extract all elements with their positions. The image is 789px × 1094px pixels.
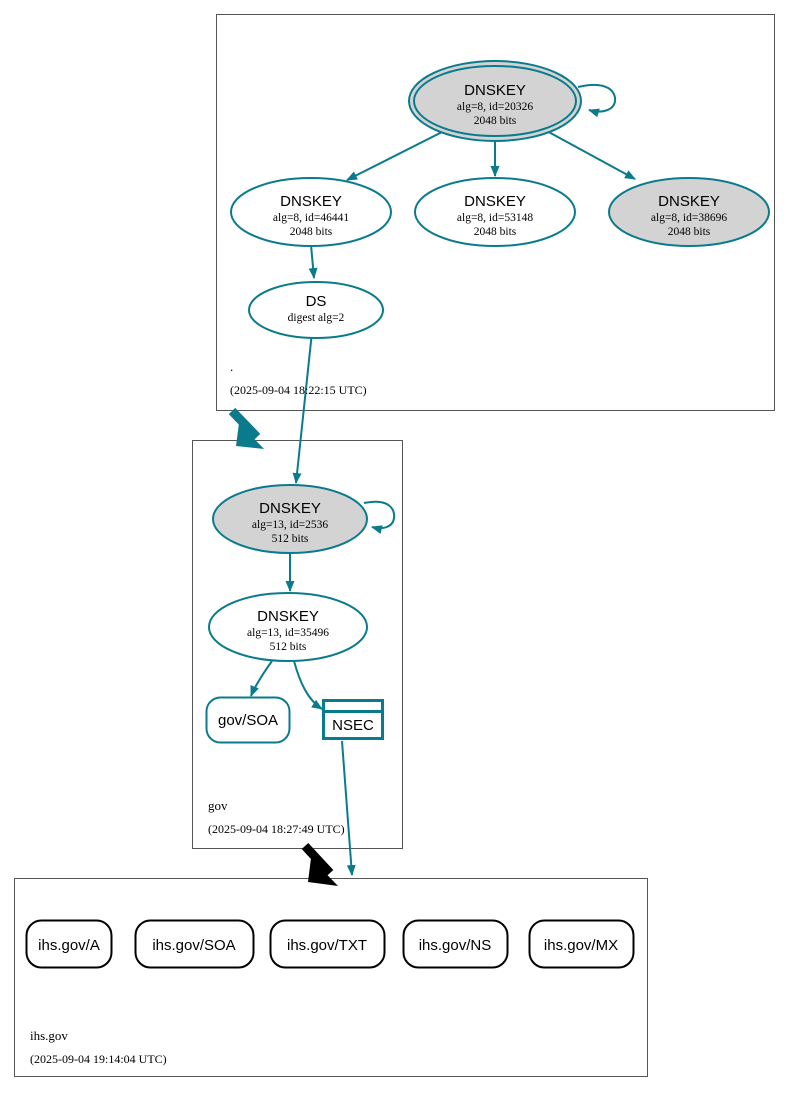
node-title: DNSKEY	[658, 193, 720, 210]
node-title: DNSKEY	[464, 82, 526, 99]
zone-name: ihs.gov	[30, 1028, 68, 1043]
node-rrset-ihs-gov-a[interactable]: ihs.gov/A	[25, 919, 113, 969]
edge-nsec-to-ihs-gov	[341, 740, 356, 876]
node-dnskey-gov-2536[interactable]: DNSKEY alg=13, id=2536 512 bits	[212, 484, 368, 554]
edge-gov-zsk-to-nsec	[293, 660, 323, 710]
zone-caption-ihs-gov: ihs.gov (2025-09-04 19:14:04 UTC)	[30, 1028, 167, 1066]
zone-caption-root: . (2025-09-04 18:22:15 UTC)	[230, 359, 367, 397]
node-title: DNSKEY	[257, 608, 319, 625]
zone-box-ihs-gov	[14, 878, 648, 1077]
rrset-label: ihs.gov/A	[38, 937, 100, 954]
node-subtitle-bits: 2048 bits	[668, 226, 711, 238]
node-dnskey-root-53148[interactable]: DNSKEY alg=8, id=53148 2048 bits	[414, 177, 576, 247]
edge-insecure-delegation-gov-to-ihs-gov	[301, 842, 338, 886]
zone-caption-gov: gov (2025-09-04 18:27:49 UTC)	[208, 798, 345, 836]
node-subtitle-alg-id: alg=13, id=2536	[252, 519, 328, 531]
node-nsec-gov[interactable]: NSEC	[322, 699, 384, 740]
node-subtitle-alg-id: alg=8, id=20326	[457, 101, 533, 113]
node-subtitle-alg-id: alg=8, id=46441	[273, 212, 349, 224]
zone-timestamp: (2025-09-04 19:14:04 UTC)	[30, 1052, 167, 1066]
node-rrset-ihs-gov-txt[interactable]: ihs.gov/TXT	[269, 919, 386, 969]
edge-root-ksk-to-ksk38696	[544, 129, 636, 180]
node-rrset-ihs-gov-soa[interactable]: ihs.gov/SOA	[134, 919, 255, 969]
node-subtitle-alg-id: alg=8, id=38696	[651, 212, 727, 224]
node-subtitle-bits: 2048 bits	[290, 226, 333, 238]
node-subtitle-bits: 2048 bits	[474, 226, 517, 238]
node-dnskey-root-38696[interactable]: DNSKEY alg=8, id=38696 2048 bits	[608, 177, 770, 247]
edge-root-ksk-self-sign	[577, 83, 617, 118]
edge-secure-delegation-root-to-gov	[228, 407, 264, 449]
rrset-label: ihs.gov/TXT	[287, 937, 367, 954]
node-dnskey-root-46441[interactable]: DNSKEY alg=8, id=46441 2048 bits	[230, 177, 392, 247]
node-ds-root[interactable]: DS digest alg=2	[248, 281, 384, 339]
node-title: DNSKEY	[259, 500, 321, 517]
rrset-label: gov/SOA	[218, 712, 278, 729]
nsec-label: NSEC	[332, 717, 374, 734]
node-rrset-ihs-gov-ns[interactable]: ihs.gov/NS	[402, 919, 509, 969]
edge-gov-ksk-self-sign	[363, 500, 396, 534]
zone-name: gov	[208, 798, 228, 813]
node-dnskey-gov-35496[interactable]: DNSKEY alg=13, id=35496 512 bits	[208, 592, 368, 662]
zone-timestamp: (2025-09-04 18:22:15 UTC)	[230, 383, 367, 397]
edge-root-ksk-to-zsk46441	[346, 126, 453, 181]
node-title: DS	[306, 293, 327, 310]
node-subtitle-alg-id: alg=8, id=53148	[457, 212, 533, 224]
rrset-label: ihs.gov/MX	[544, 937, 618, 954]
edge-gov-zsk-to-soa	[250, 660, 273, 697]
node-subtitle-bits: 512 bits	[272, 533, 309, 545]
node-title: DNSKEY	[280, 193, 342, 210]
edge-ds-to-gov-ksk2536	[292, 331, 313, 484]
node-subtitle-bits: 512 bits	[270, 641, 307, 653]
zone-timestamp: (2025-09-04 18:27:49 UTC)	[208, 822, 345, 836]
rrset-label: ihs.gov/NS	[419, 937, 492, 954]
edge-zsk46441-to-ds	[308, 244, 318, 279]
node-subtitle-bits: 2048 bits	[474, 115, 517, 127]
zone-name: .	[230, 359, 233, 374]
node-subtitle-alg-id: alg=13, id=35496	[247, 627, 329, 639]
node-rrset-gov-soa[interactable]: gov/SOA	[205, 696, 291, 744]
node-dnskey-root-20326[interactable]: DNSKEY alg=8, id=20326 2048 bits	[408, 60, 582, 142]
node-title: DNSKEY	[464, 193, 526, 210]
rrset-label: ihs.gov/SOA	[152, 937, 235, 954]
node-subtitle-digest-alg: digest alg=2	[288, 312, 345, 324]
node-rrset-ihs-gov-mx[interactable]: ihs.gov/MX	[528, 919, 635, 969]
